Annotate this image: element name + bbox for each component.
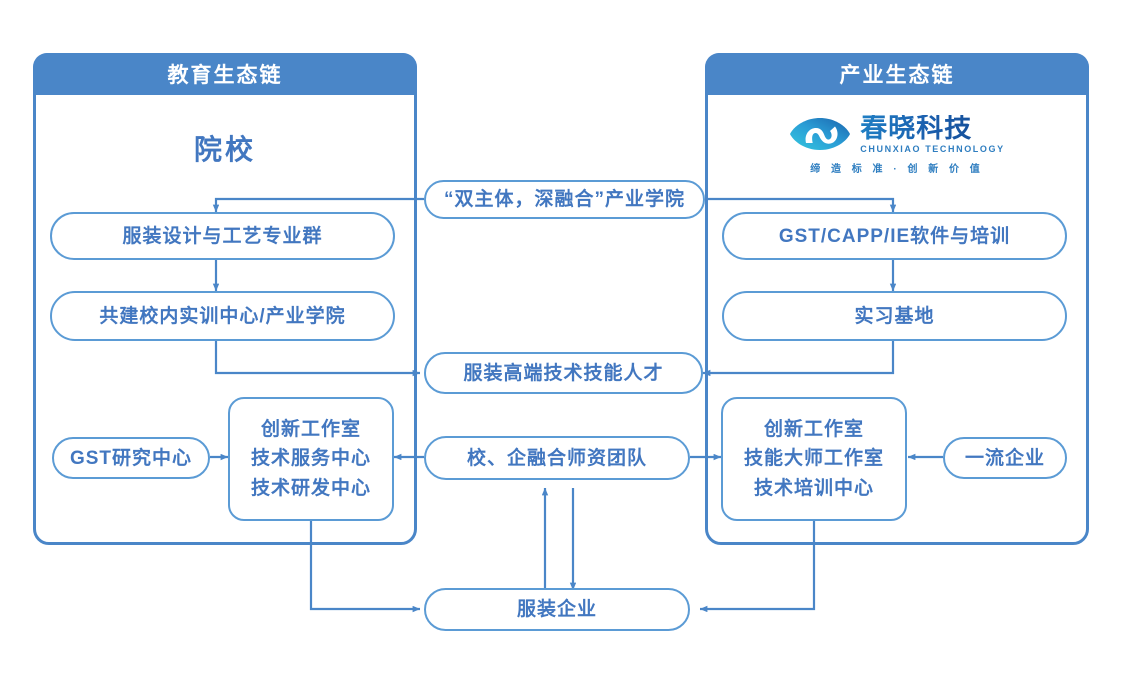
node-line-2: 技能大师工作室 — [743, 448, 884, 470]
left-section-title: 院校 — [193, 134, 256, 165]
logo-name-cn: 春晓科技 — [860, 112, 973, 143]
node-label: GST研究中心 — [69, 447, 193, 469]
panel-education-header-label: 教育生态链 — [167, 64, 283, 87]
node-line-2: 技术服务中心 — [250, 448, 371, 470]
node-line-1: 创新工作室 — [260, 418, 361, 440]
node-right-innovation-centers[interactable]: 创新工作室 技能大师工作室 技术培训中心 — [721, 397, 907, 521]
node-label: 服装企业 — [516, 599, 597, 620]
logo-tagline: 缔 造 标 准 · 创 新 价 值 — [810, 164, 984, 175]
node-label: “双主体，深融合”产业学院 — [443, 189, 685, 210]
logo-wordmark: 春晓科技 CHUNXIAO TECHNOLOGY — [860, 112, 1005, 154]
node-line-1: 创新工作室 — [763, 418, 864, 440]
node-top-tier-enterprise[interactable]: 一流企业 — [943, 437, 1067, 479]
node-apparel-enterprise[interactable]: 服装企业 — [424, 588, 690, 631]
panel-industry-header-label: 产业生态链 — [839, 64, 955, 87]
node-label: 一流企业 — [964, 447, 1045, 469]
node-line-3: 技术研发中心 — [250, 477, 371, 499]
node-dual-entity-industry-college[interactable]: “双主体，深融合”产业学院 — [424, 180, 705, 219]
node-gst-capp-ie-software-training[interactable]: GST/CAPP/IE软件与培训 — [722, 212, 1067, 260]
eye-swirl-logo-icon — [790, 118, 851, 150]
node-school-enterprise-faculty-team[interactable]: 校、企融合师资团队 — [424, 436, 690, 480]
node-label: 校、企融合师资团队 — [466, 447, 647, 469]
node-label: GST/CAPP/IE软件与培训 — [778, 225, 1011, 247]
node-left-innovation-centers[interactable]: 创新工作室 技术服务中心 技术研发中心 — [228, 397, 394, 521]
node-internship-base[interactable]: 实习基地 — [722, 291, 1067, 341]
node-label: 服装高端技术技能人才 — [463, 362, 664, 384]
logo-name-en: CHUNXIAO TECHNOLOGY — [860, 143, 1005, 154]
node-high-end-apparel-talent[interactable]: 服装高端技术技能人才 — [424, 352, 703, 394]
node-gst-research-center[interactable]: GST研究中心 — [52, 437, 210, 479]
logo-mark-and-name: 春晓科技 CHUNXIAO TECHNOLOGY — [789, 113, 1004, 155]
node-label: 共建校内实训中心/产业学院 — [99, 305, 346, 327]
node-line-3: 技术培训中心 — [753, 477, 874, 499]
node-apparel-design-major-group[interactable]: 服装设计与工艺专业群 — [50, 212, 395, 260]
panel-education-header: 教育生态链 — [33, 53, 417, 95]
node-label: 实习基地 — [854, 305, 935, 327]
node-campus-training-center[interactable]: 共建校内实训中心/产业学院 — [50, 291, 395, 341]
chunxiao-logo: 春晓科技 CHUNXIAO TECHNOLOGY 缔 造 标 准 · 创 新 价… — [760, 113, 1034, 175]
panel-industry-header: 产业生态链 — [705, 53, 1089, 95]
node-label: 服装设计与工艺专业群 — [122, 225, 323, 247]
